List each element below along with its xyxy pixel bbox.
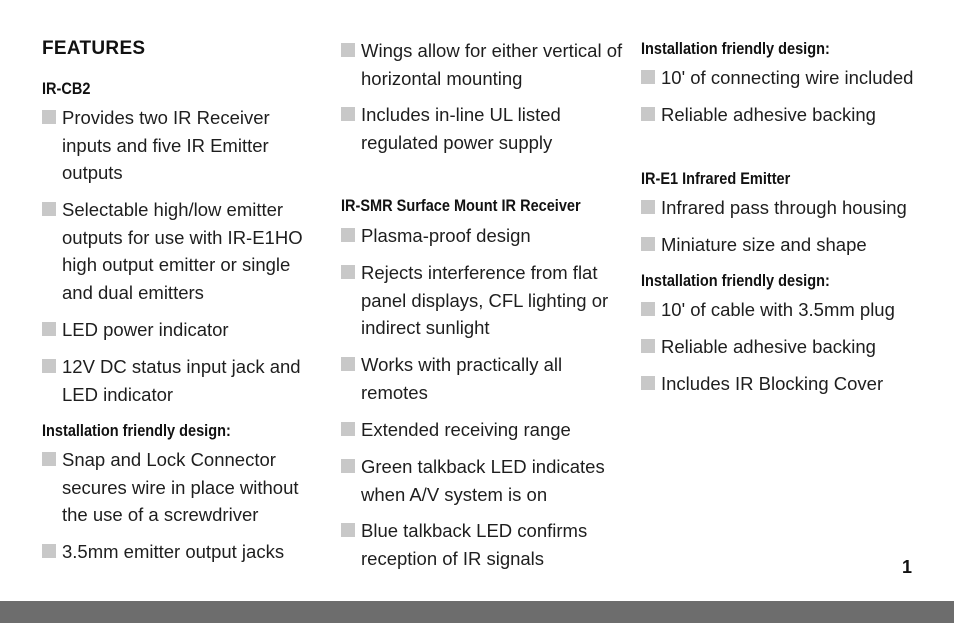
bullet-square-icon xyxy=(641,339,655,353)
list-item: Rejects interference from flat panel dis… xyxy=(341,259,626,342)
list-item: Works with practically all remotes xyxy=(341,351,626,406)
bullet-square-icon xyxy=(341,107,355,121)
bullet-square-icon xyxy=(42,322,56,336)
list-item: Reliable adhesive backing xyxy=(641,101,941,129)
bullet-square-icon xyxy=(341,43,355,57)
installation-heading: Installation friendly design: xyxy=(641,272,830,290)
bullet-square-icon xyxy=(641,237,655,251)
product-heading-ir-smr: IR-SMR Surface Mount IR Receiver xyxy=(341,197,581,215)
bullet-square-icon xyxy=(42,202,56,216)
list-item: Extended receiving range xyxy=(341,416,626,444)
bullet-square-icon xyxy=(42,544,56,558)
list-item: Plasma-proof design xyxy=(341,222,626,250)
page-number: 1 xyxy=(902,557,913,577)
list-item: Reliable adhesive backing xyxy=(641,333,941,361)
list-item: 10' of connecting wire included xyxy=(641,64,941,92)
bullet-square-icon xyxy=(341,228,355,242)
list-item: 3.5mm emitter output jacks xyxy=(42,538,312,566)
list-item: Miniature size and shape xyxy=(641,231,941,259)
bullet-square-icon xyxy=(641,107,655,121)
list-item: 10' of cable with 3.5mm plug xyxy=(641,296,941,324)
list-item: Green talkback LED indicates when A/V sy… xyxy=(341,453,626,508)
bullet-square-icon xyxy=(341,459,355,473)
list-item: Includes IR Blocking Cover xyxy=(641,370,941,398)
bullet-square-icon xyxy=(641,376,655,390)
bullet-square-icon xyxy=(42,359,56,373)
list-item: Blue talkback LED confirms reception of … xyxy=(341,517,626,572)
list-item: Snap and Lock Connector secures wire in … xyxy=(42,446,312,529)
bullet-square-icon xyxy=(341,357,355,371)
bullet-square-icon xyxy=(641,302,655,316)
list-item: Infrared pass through housing xyxy=(641,194,941,222)
bullet-square-icon xyxy=(341,265,355,279)
list-item: LED power indicator xyxy=(42,316,312,344)
bullet-square-icon xyxy=(341,422,355,436)
list-item: 12V DC status input jack and LED indicat… xyxy=(42,353,312,408)
product-heading-ir-e1: IR-E1 Infrared Emitter xyxy=(641,170,791,188)
page-title: FEATURES xyxy=(42,38,146,59)
bullet-square-icon xyxy=(641,70,655,84)
bullet-square-icon xyxy=(641,200,655,214)
list-item: Includes in-line UL listed regulated pow… xyxy=(341,101,626,156)
product-heading-ir-cb2: IR-CB2 xyxy=(42,80,91,98)
bullet-square-icon xyxy=(341,523,355,537)
list-item: Wings allow for either vertical of horiz… xyxy=(341,37,626,92)
installation-heading: Installation friendly design: xyxy=(641,40,830,58)
list-item: Selectable high/low emitter outputs for … xyxy=(42,196,312,306)
bullet-square-icon xyxy=(42,110,56,124)
footer-bar xyxy=(0,601,954,623)
list-item: Provides two IR Receiver inputs and five… xyxy=(42,104,312,187)
installation-heading: Installation friendly design: xyxy=(42,422,231,440)
bullet-square-icon xyxy=(42,452,56,466)
